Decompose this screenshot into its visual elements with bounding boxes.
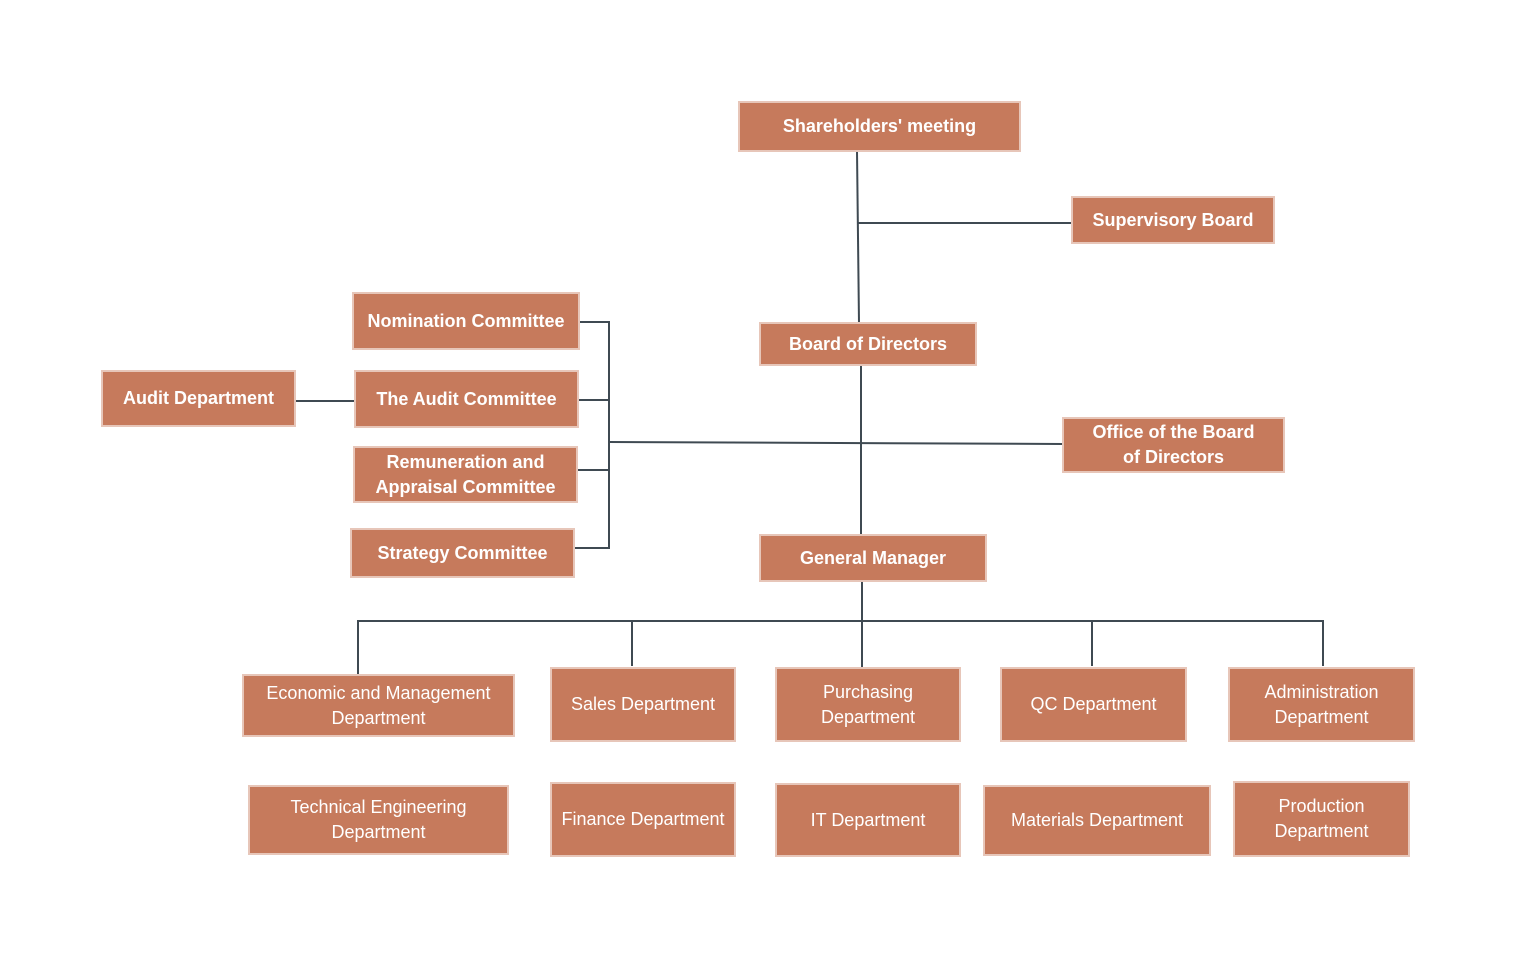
node-production-department[interactable]: Production Department bbox=[1233, 781, 1410, 857]
node-audit-committee[interactable]: The Audit Committee bbox=[354, 370, 579, 428]
node-nomination-committee[interactable]: Nomination Committee bbox=[352, 292, 580, 350]
node-technical-engineering-department[interactable]: Technical Engineering Department bbox=[248, 785, 509, 855]
node-sales-department[interactable]: Sales Department bbox=[550, 667, 736, 742]
node-economic-management-department[interactable]: Economic and Management Department bbox=[242, 674, 515, 737]
node-finance-department[interactable]: Finance Department bbox=[550, 782, 736, 857]
node-shareholders-meeting[interactable]: Shareholders' meeting bbox=[738, 101, 1021, 152]
node-materials-department[interactable]: Materials Department bbox=[983, 785, 1211, 856]
node-strategy-committee[interactable]: Strategy Committee bbox=[350, 528, 575, 578]
node-supervisory-board[interactable]: Supervisory Board bbox=[1071, 196, 1275, 244]
node-office-of-the-board[interactable]: Office of the Board of Directors bbox=[1062, 417, 1285, 473]
node-board-of-directors[interactable]: Board of Directors bbox=[759, 322, 977, 366]
node-qc-department[interactable]: QC Department bbox=[1000, 667, 1187, 742]
connector-shareholders-board bbox=[856, 150, 860, 324]
node-audit-department[interactable]: Audit Department bbox=[101, 370, 296, 427]
connector-committee-bus bbox=[608, 441, 1064, 445]
node-general-manager[interactable]: General Manager bbox=[759, 534, 987, 582]
node-remuneration-committee[interactable]: Remuneration and Appraisal Committee bbox=[353, 446, 578, 503]
node-administration-department[interactable]: Administration Department bbox=[1228, 667, 1415, 742]
node-it-department[interactable]: IT Department bbox=[775, 783, 961, 857]
node-purchasing-department[interactable]: Purchasing Department bbox=[775, 667, 961, 742]
